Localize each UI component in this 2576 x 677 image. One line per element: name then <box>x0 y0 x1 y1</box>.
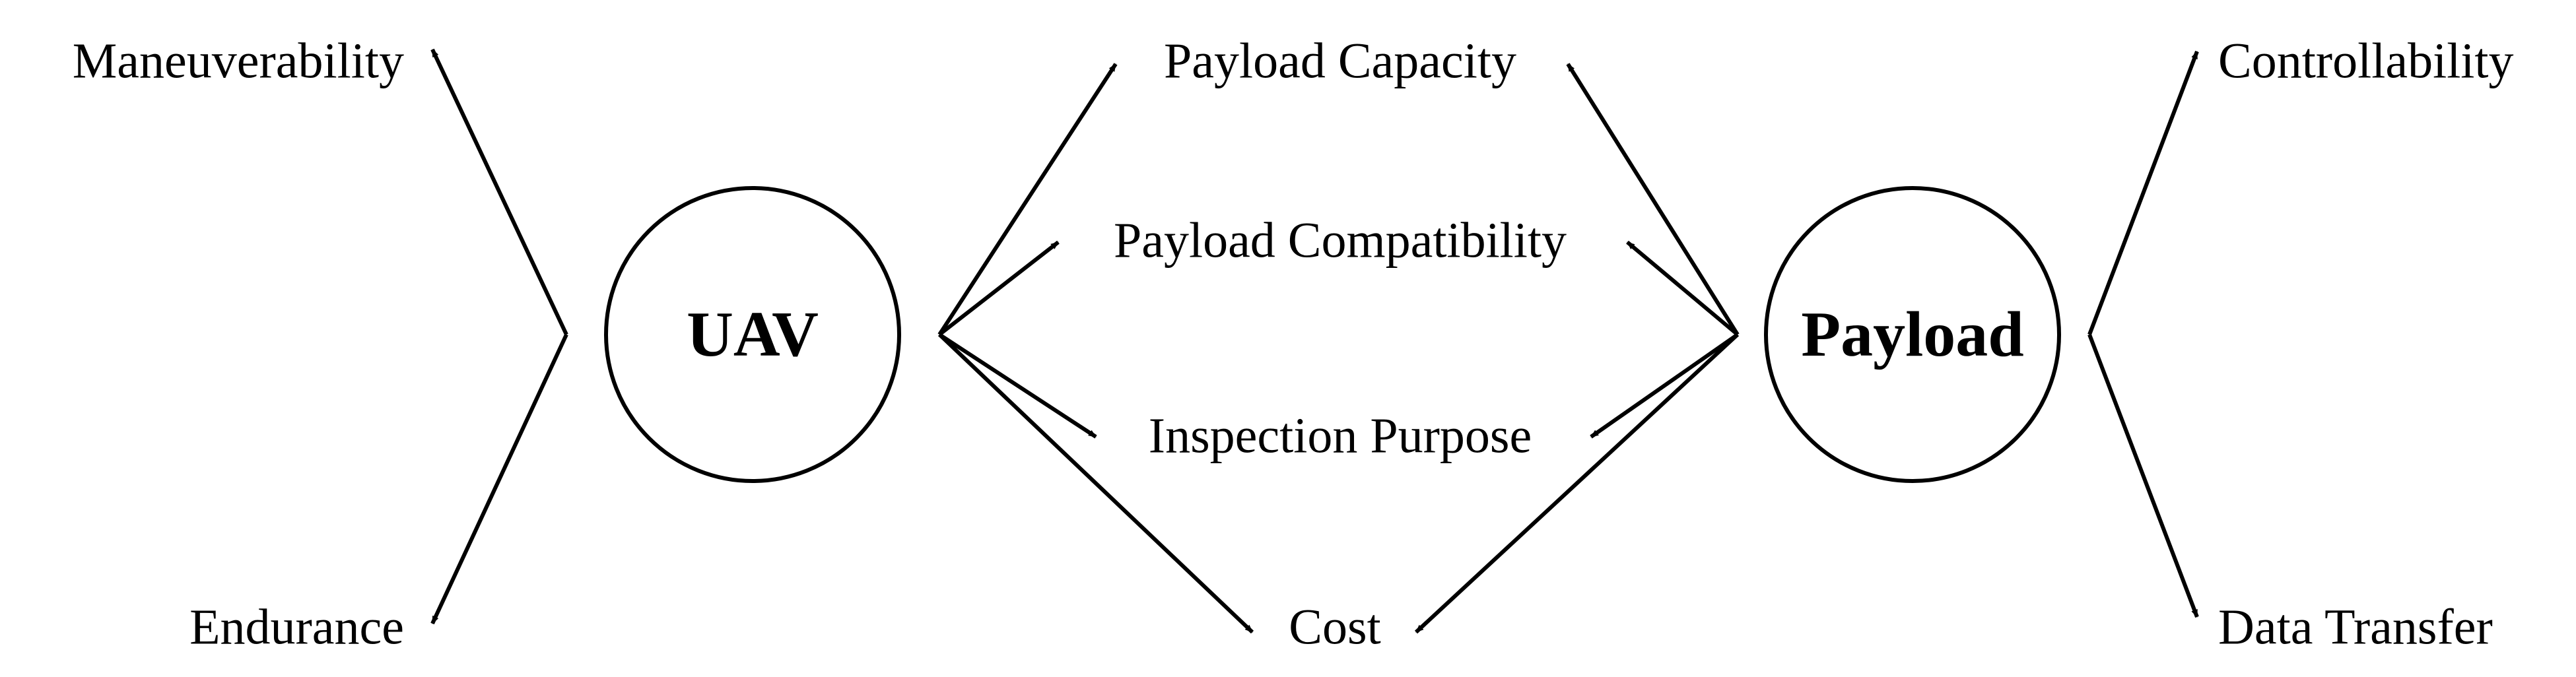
payload-node-circle <box>1764 186 2061 483</box>
label-data-transfer: Data Transfer <box>2218 599 2493 655</box>
label-controllability: Controllability <box>2218 33 2514 88</box>
edge-payload-to-payload-compatibility <box>1626 240 1739 337</box>
label-maneuverability: Maneuverability <box>73 33 404 88</box>
edge-to-controllability <box>2087 50 2199 336</box>
edge-uav-to-inspection-purpose <box>938 333 1097 439</box>
edge-payload-to-cost <box>1414 333 1740 634</box>
uav-node-circle <box>604 186 901 483</box>
edge-uav-to-cost <box>937 333 1254 634</box>
edge-payload-to-inspection-purpose <box>1590 333 1739 439</box>
edge-to-data-transfer <box>2087 333 2199 618</box>
edge-payload-to-payload-capacity <box>1566 63 1740 336</box>
edge-uav-to-payload-capacity <box>937 63 1118 336</box>
edge-to-maneuverability <box>430 48 568 336</box>
payload-node-label: Payload <box>1801 299 2024 370</box>
label-inspection-purpose: Inspection Purpose <box>1149 408 1532 463</box>
edge-to-endurance <box>430 333 568 625</box>
label-payload-compatibility: Payload Compatibility <box>1114 212 1567 268</box>
uav-node-label: UAV <box>687 299 819 370</box>
label-payload-capacity: Payload Capacity <box>1164 33 1516 88</box>
label-cost: Cost <box>1289 599 1380 655</box>
label-endurance: Endurance <box>189 599 404 655</box>
edge-uav-to-payload-compatibility <box>938 240 1060 337</box>
